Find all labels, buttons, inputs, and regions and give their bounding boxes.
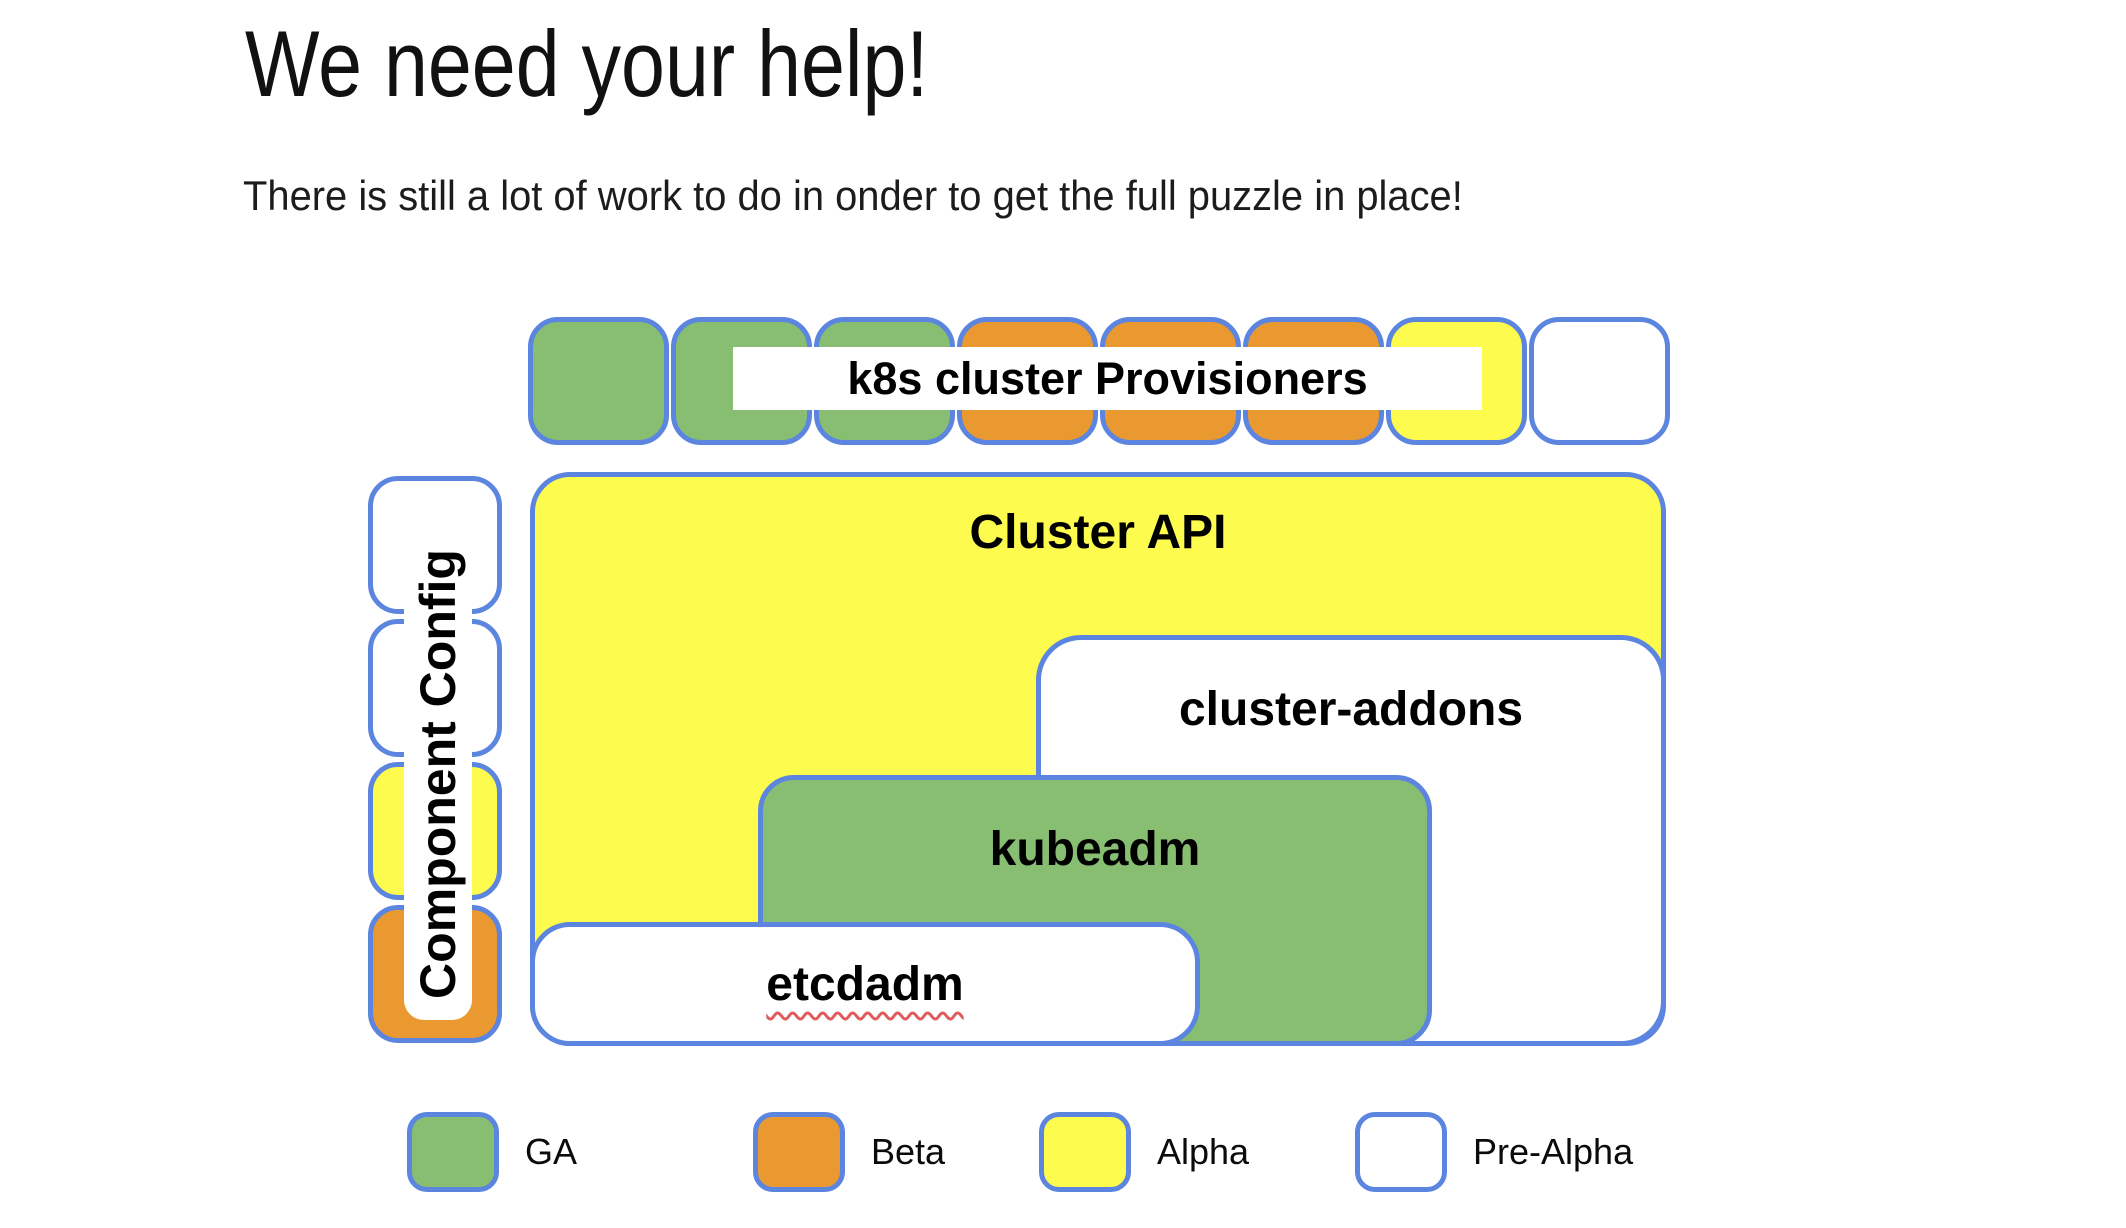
provisioner-square-8 [1529, 317, 1670, 445]
legend-swatch-alpha [1039, 1112, 1131, 1192]
cluster-api-label: Cluster API [969, 506, 1227, 559]
component-config-label: Component Config [410, 549, 466, 999]
legend-swatch-ga [407, 1112, 499, 1192]
legend-label-pre-alpha: Pre-Alpha [1473, 1131, 1634, 1172]
cluster-addons-label: cluster-addons [1178, 683, 1524, 736]
legend-swatch-beta [753, 1112, 845, 1192]
legend-item-ga: GA [407, 1112, 577, 1192]
page-subtitle: There is still a lot of work to do in on… [243, 172, 1463, 219]
legend-label-ga: GA [525, 1131, 578, 1172]
legend-swatch-pre-alpha [1355, 1112, 1447, 1192]
legend-label-beta: Beta [871, 1131, 946, 1172]
page-title: We need your help! [245, 11, 929, 116]
legend-item-beta: Beta [753, 1112, 945, 1192]
provisioner-square-1 [528, 317, 669, 445]
component-config-label-strip: Component Config [404, 528, 472, 1020]
kubeadm-label: kubeadm [989, 823, 1201, 876]
etcdadm-label: etcdadm [766, 957, 964, 1011]
legend-label-alpha: Alpha [1157, 1131, 1250, 1172]
etcdadm-box: etcdadm [530, 922, 1200, 1046]
legend-item-alpha: Alpha [1039, 1112, 1249, 1192]
legend-item-pre-alpha: Pre-Alpha [1355, 1112, 1633, 1192]
provisioners-label: k8s cluster Provisioners [733, 347, 1482, 410]
